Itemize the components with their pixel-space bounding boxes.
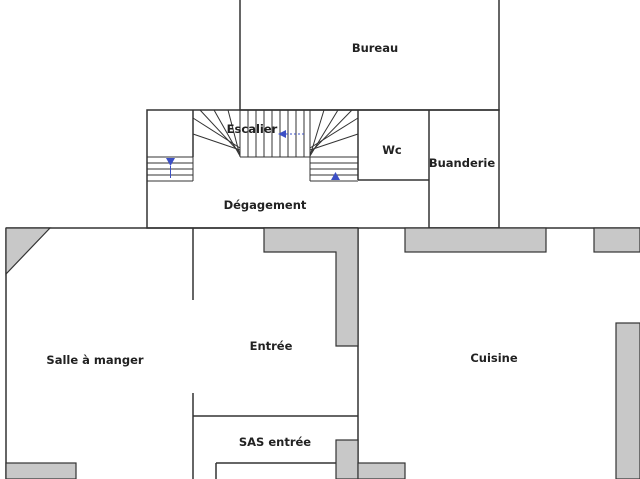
corner-cabinet <box>5 227 52 276</box>
sas-right-wall <box>335 439 359 479</box>
stair-down-arrow-icon <box>166 158 175 166</box>
room-label-entree: Entrée <box>250 339 293 353</box>
entree-l-wall <box>263 227 359 347</box>
room-label-bureau: Bureau <box>352 41 398 55</box>
room-label-degagement: Dégagement <box>224 198 307 212</box>
room-label-wc: Wc <box>382 143 402 157</box>
room-label-cuisine: Cuisine <box>470 351 518 365</box>
stair-up-arrow-icon <box>331 172 340 180</box>
cuisine-top-wall-a <box>404 227 547 253</box>
stair-arrows <box>166 130 340 180</box>
room-label-sas-entree: SAS entrée <box>239 435 311 449</box>
bureau-outline <box>239 0 500 111</box>
room-labels: Bureau Escalier Wc Buanderie Dégagement … <box>46 41 517 449</box>
wall-fills <box>5 227 640 479</box>
stair-left-arrow-icon <box>278 130 286 138</box>
room-label-escalier: Escalier <box>227 122 278 136</box>
cuisine-bottom-wall <box>357 462 406 479</box>
room-label-buanderie: Buanderie <box>429 156 496 170</box>
stair-treads <box>147 109 359 182</box>
cuisine-top-wall-b <box>593 227 640 253</box>
room-label-salle-a-manger: Salle à manger <box>46 353 143 367</box>
salle-bottom-wall <box>5 462 77 479</box>
cuisine-right-wall <box>615 322 640 479</box>
